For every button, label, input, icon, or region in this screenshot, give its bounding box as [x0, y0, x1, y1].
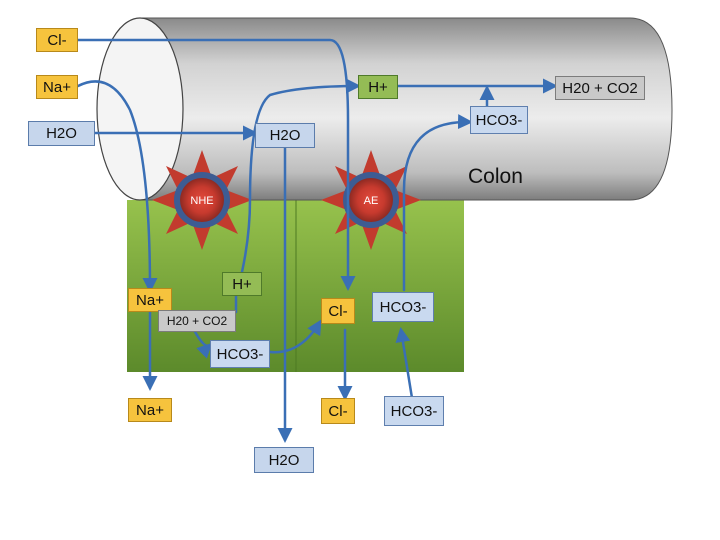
- cell-cl-box: Cl-: [321, 298, 355, 324]
- lumen-h2o-mid-box: H2O: [255, 123, 315, 148]
- blood-hco3-box: HCO3-: [384, 396, 444, 426]
- nhe-pump: [152, 150, 252, 250]
- lumen-h-box: H+: [358, 75, 398, 99]
- colon-opening: [96, 17, 184, 201]
- lumen-na-label: Na+: [43, 78, 71, 96]
- cell-hco3-label: HCO3-: [379, 298, 427, 316]
- blood-na-label: Na+: [136, 401, 164, 419]
- blood-hco3-label: HCO3-: [390, 402, 438, 420]
- ae-core: [349, 178, 393, 222]
- lumen-na-box: Na+: [36, 75, 78, 99]
- na-lumen-arrow: [76, 80, 158, 293]
- cell-hco3-box: HCO3-: [372, 292, 434, 322]
- ae-pump: [321, 150, 421, 250]
- cell-h2o-co2-label: H20 + CO2: [166, 314, 228, 328]
- cell-cl-label: Cl-: [328, 302, 348, 320]
- nhe-core: [180, 178, 224, 222]
- lumen-h2o-left-label: H2O: [46, 125, 77, 142]
- cell-h-box: H+: [222, 272, 262, 296]
- cell-na-box: Na+: [128, 288, 172, 312]
- co2-to-hco3-arrow: [192, 328, 213, 359]
- blood-h2o-label: H2O: [268, 451, 300, 469]
- lumen-h2o-left-box: H2O: [28, 121, 95, 146]
- lumen-hco3-label: HCO3-: [475, 111, 523, 129]
- blood-na-box: Na+: [128, 398, 172, 422]
- lumen-hco3-box: HCO3-: [470, 106, 528, 134]
- cell-na-label: Na+: [136, 291, 164, 309]
- lumen-cl-box: Cl-: [36, 28, 78, 52]
- lumen-cl-label: Cl-: [47, 31, 67, 49]
- cell-hco3-lower-label: HCO3-: [216, 345, 264, 363]
- hco3-secretion-arrow: [402, 114, 473, 292]
- cell-h-label: H+: [232, 275, 252, 293]
- cell-h2o-co2-box: H20 + CO2: [158, 310, 236, 332]
- nhe-label: NHE: [190, 195, 213, 207]
- lumen-h2o-co2-box: H20 + CO2: [555, 76, 645, 100]
- cell-hco3-lower-box: HCO3-: [210, 340, 270, 368]
- hco3-cell-arrow: [268, 319, 322, 354]
- ae-label: AE: [364, 195, 379, 207]
- lumen-h2o-mid-label: H2O: [269, 127, 301, 144]
- cl-lumen-arrow: [76, 38, 356, 291]
- lumen-h2o-co2-label: H20 + CO2: [562, 79, 638, 97]
- blood-h2o-box: H2O: [254, 447, 314, 473]
- colon-label: Colon: [468, 165, 523, 188]
- colon-tube: [139, 17, 673, 201]
- blood-cl-label: Cl-: [328, 402, 348, 420]
- hco3-uptake-arrow: [395, 327, 414, 400]
- blood-cl-box: Cl-: [321, 398, 355, 424]
- lumen-h-label: H+: [368, 78, 388, 96]
